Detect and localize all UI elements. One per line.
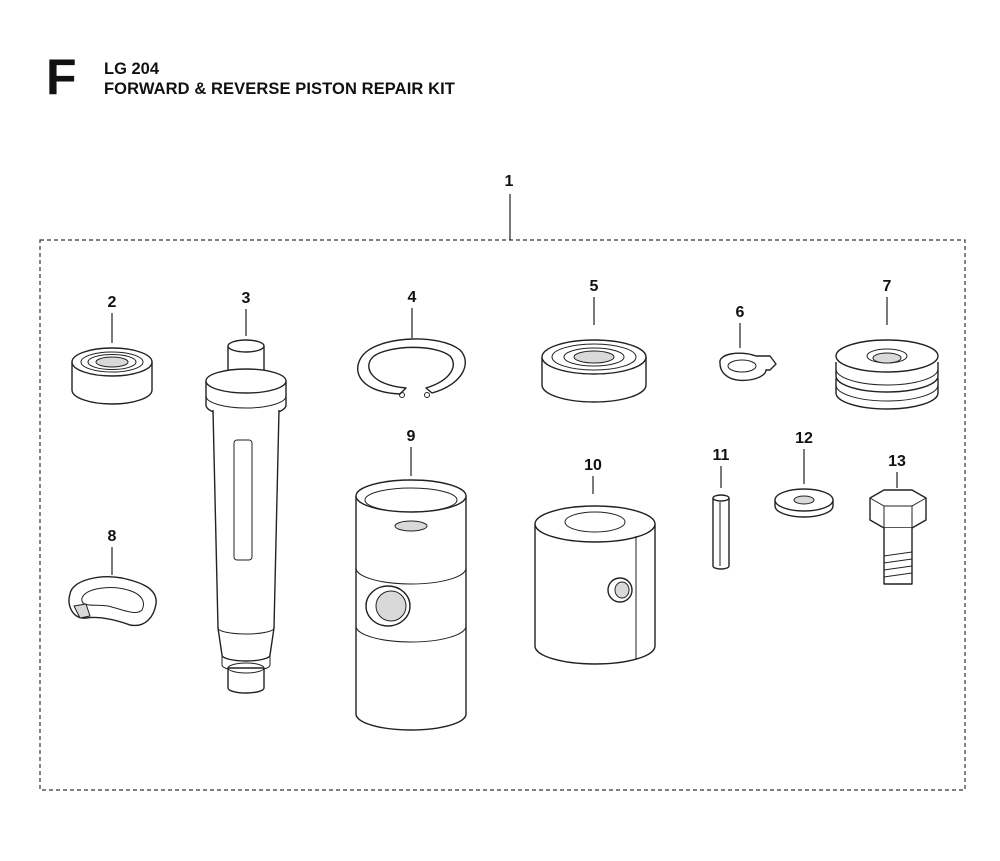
- callout-13: 13: [888, 453, 906, 470]
- callout-9: 9: [407, 428, 416, 445]
- part-11-roll-pin: 11: [712, 447, 730, 570]
- callout-5: 5: [590, 278, 599, 295]
- part-5-bearing: 5: [541, 278, 647, 403]
- callout-4: 4: [408, 289, 417, 306]
- callout-11: 11: [713, 447, 730, 464]
- callout-3: 3: [242, 290, 251, 307]
- section-letter: F: [46, 49, 77, 105]
- part-2-bearing: 2: [71, 294, 153, 405]
- part-12-washer: 12: [774, 430, 834, 518]
- callout-12: 12: [795, 430, 813, 447]
- callout-2: 2: [108, 294, 117, 311]
- part-7-disc-springs: 7: [835, 278, 939, 410]
- part-9-piston-sleeve: 9: [355, 428, 467, 731]
- callout-1: 1: [505, 173, 514, 190]
- part-6-tab-washer: 6: [719, 304, 777, 382]
- callout-10: 10: [584, 457, 602, 474]
- part-10-piston-block: 10: [534, 457, 656, 665]
- kit-boundary: [39, 239, 966, 791]
- callout-6: 6: [736, 304, 745, 321]
- part-13-bolt: 13: [869, 453, 927, 585]
- diagram-title: FORWARD & REVERSE PISTON REPAIR KIT: [104, 80, 455, 98]
- part-3-shaft: 3: [205, 290, 287, 694]
- callout-7: 7: [883, 278, 892, 295]
- part-4-circlip: 4: [357, 289, 466, 398]
- callout-8: 8: [108, 528, 117, 545]
- part-8-wave-spring: 8: [68, 528, 157, 627]
- model-label: LG 204: [104, 60, 160, 78]
